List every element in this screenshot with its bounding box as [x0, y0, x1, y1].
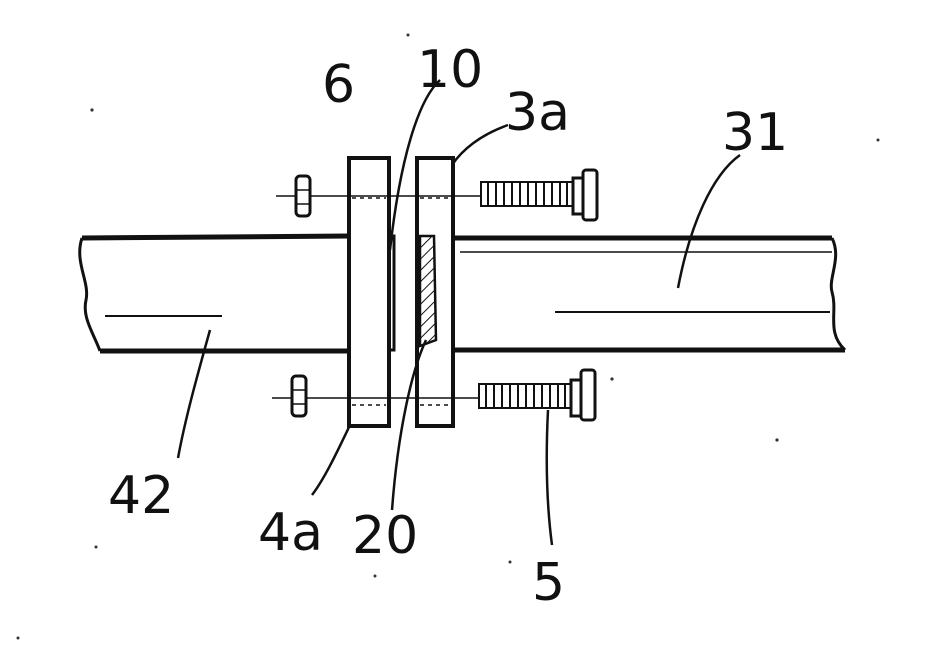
leader-3a: [450, 123, 509, 166]
nut-6-top: [294, 174, 312, 218]
label-5: 5: [532, 553, 565, 613]
bolt-5-top: [480, 168, 599, 222]
label-4a: 4a: [258, 503, 323, 563]
scan-specks: [16, 33, 880, 640]
label-6: 6: [322, 55, 355, 115]
label-20: 20: [352, 506, 418, 566]
label-31: 31: [722, 103, 788, 163]
nut-6-bottom: [290, 374, 308, 418]
leader-31: [676, 153, 741, 289]
leader-10: [388, 79, 441, 251]
leader-4a: [311, 424, 352, 496]
leader-42: [176, 329, 212, 459]
seal-20: [418, 234, 438, 348]
label-10: 10: [417, 40, 483, 100]
flange-4a: [347, 156, 391, 428]
leader-lines: [176, 79, 741, 546]
leader-5: [545, 409, 554, 546]
right-pipe-31: [450, 235, 847, 353]
label-42: 42: [108, 466, 174, 526]
label-3a: 3a: [505, 83, 570, 143]
bolt-5-bottom: [478, 368, 597, 422]
left-pipe-42: [78, 233, 351, 354]
leader-20: [390, 339, 428, 511]
